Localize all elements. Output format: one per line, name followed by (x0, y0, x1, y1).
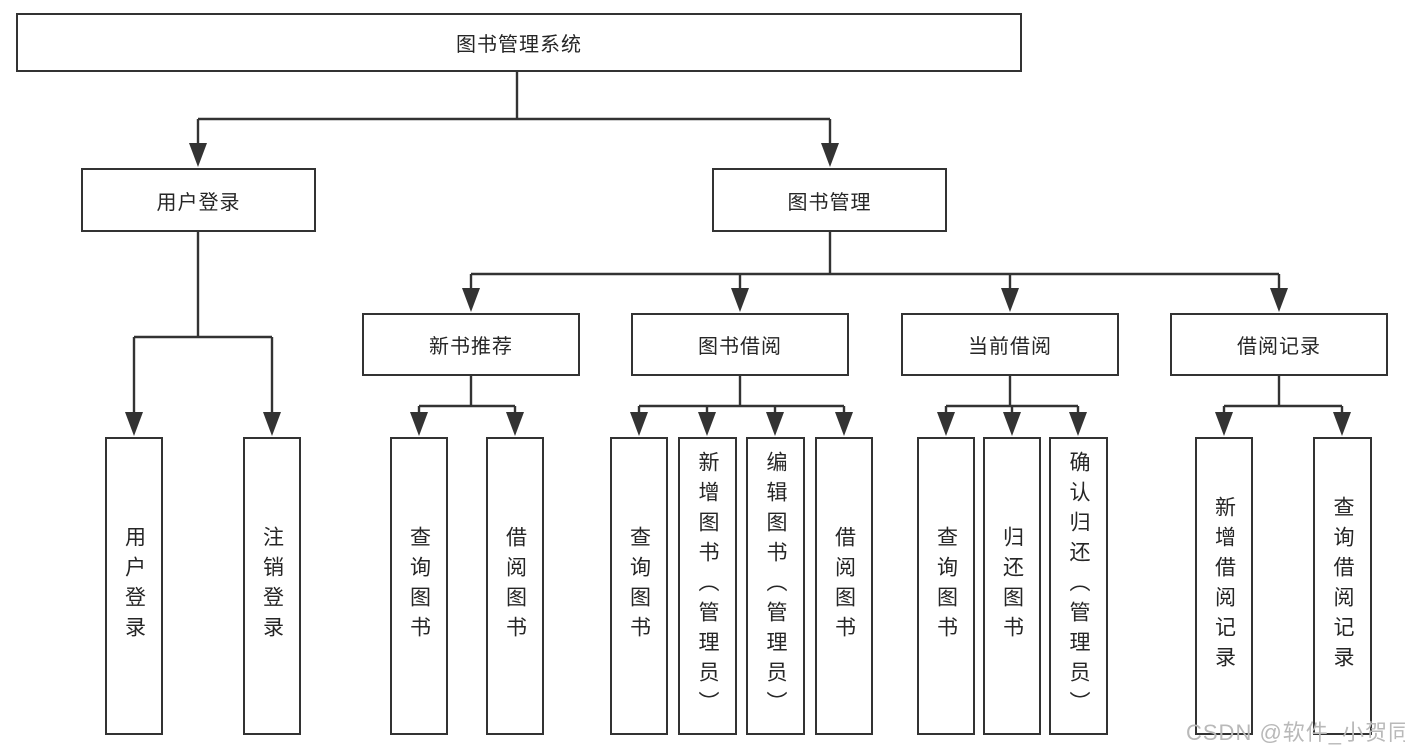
leaf-label: 编辑图书（管理员） (764, 451, 787, 721)
leaf-logout: 注销登录 (243, 437, 301, 735)
leaf-label: 查询借阅记录 (1331, 496, 1354, 676)
node-root-label: 图书管理系统 (456, 34, 582, 56)
leaf-query-books-borrow: 查询图书 (610, 437, 668, 735)
leaf-borrow-books: 借阅图书 (815, 437, 873, 735)
node-label: 借阅记录 (1237, 336, 1321, 358)
node-new-book-recommend: 新书推荐 (362, 313, 580, 376)
leaf-label: 查询图书 (407, 526, 431, 646)
node-user-login: 用户登录 (81, 168, 316, 232)
leaf-label: 用户登录 (122, 526, 146, 646)
leaf-label: 查询图书 (934, 526, 958, 646)
leaf-query-borrow-record: 查询借阅记录 (1313, 437, 1372, 735)
leaf-label: 确认归还（管理员） (1067, 451, 1090, 721)
leaf-label: 归还图书 (1000, 526, 1024, 646)
leaf-confirm-return-admin: 确认归还（管理员） (1049, 437, 1108, 735)
node-borrow-records: 借阅记录 (1170, 313, 1388, 376)
leaf-add-books-admin: 新增图书（管理员） (678, 437, 737, 735)
node-label: 图书管理 (787, 191, 872, 214)
leaf-label: 新增借阅记录 (1212, 496, 1236, 676)
node-label: 当前借阅 (968, 336, 1052, 358)
leaf-edit-books-admin: 编辑图书（管理员） (746, 437, 805, 735)
node-label: 新书推荐 (429, 336, 513, 358)
node-label: 用户登录 (156, 191, 241, 214)
leaf-label: 借阅图书 (503, 526, 527, 646)
leaf-label: 注销登录 (260, 526, 284, 646)
leaf-user-login: 用户登录 (105, 437, 163, 735)
leaf-query-books-current: 查询图书 (917, 437, 975, 735)
node-book-management: 图书管理 (712, 168, 947, 232)
node-current-borrow: 当前借阅 (901, 313, 1119, 376)
leaf-label: 借阅图书 (832, 526, 856, 646)
leaf-label: 查询图书 (627, 526, 651, 646)
leaf-query-books-recommend: 查询图书 (390, 437, 448, 735)
csdn-watermark: CSDN @软件_小贺同学 (1186, 720, 1405, 745)
leaf-return-books: 归还图书 (983, 437, 1041, 735)
node-book-borrow: 图书借阅 (631, 313, 849, 376)
leaf-label: 新增图书（管理员） (696, 451, 719, 721)
leaf-add-borrow-record: 新增借阅记录 (1195, 437, 1253, 735)
leaf-borrow-books-recommend: 借阅图书 (486, 437, 544, 735)
node-label: 图书借阅 (698, 336, 782, 358)
node-root: 图书管理系统 (16, 13, 1022, 72)
